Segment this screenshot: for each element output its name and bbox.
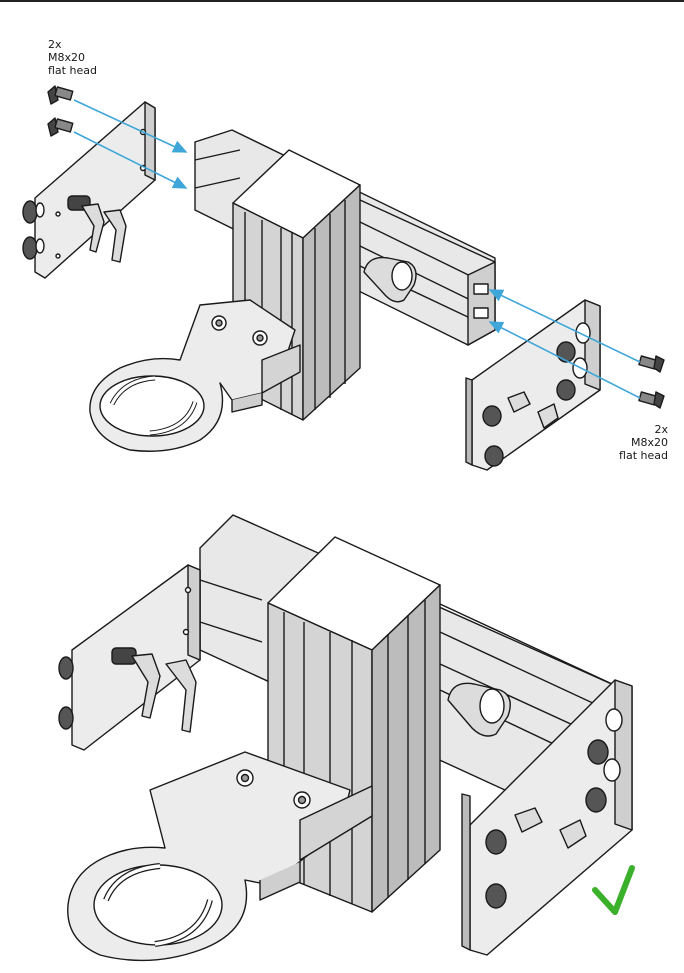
callout-left-size: M8x20 <box>48 51 85 64</box>
arrow-left-lower <box>73 131 188 189</box>
check-mark-icon <box>592 865 635 915</box>
right-plate-wheels <box>482 341 576 467</box>
left-screws <box>47 85 74 137</box>
callout-right-type: flat head <box>619 449 668 462</box>
assembled-left-plate <box>58 564 201 751</box>
right-screws <box>638 355 665 409</box>
callout-right-screws: 2x M8x20 flat head <box>600 423 668 462</box>
assembly-arrows <box>73 99 641 399</box>
callout-left-type: flat head <box>48 64 97 77</box>
callout-right-size: M8x20 <box>631 436 668 449</box>
assembled-view <box>58 514 633 962</box>
assembled-right-plate <box>461 679 633 956</box>
assembled-ring-bracket <box>67 751 373 962</box>
clamp-knob <box>363 256 417 303</box>
callout-right-qty: 2x <box>654 423 668 436</box>
left-plate-wheel-upper <box>22 200 45 224</box>
assembled-clamp-knob <box>447 682 511 737</box>
top-rule <box>0 0 684 2</box>
left-plate-clamp-levers <box>67 195 127 263</box>
exploded-view <box>22 85 665 471</box>
ring-bracket <box>89 299 301 452</box>
right-plate-tnuts <box>507 391 559 429</box>
callout-left-screws: 2x M8x20 flat head <box>48 38 97 77</box>
arrow-right-upper <box>488 289 641 363</box>
callout-left-qty: 2x <box>48 38 62 51</box>
arrow-right-lower <box>488 321 641 399</box>
left-plate <box>22 101 156 279</box>
left-plate-wheel-lower <box>22 236 45 260</box>
arrow-left-upper <box>73 99 188 153</box>
